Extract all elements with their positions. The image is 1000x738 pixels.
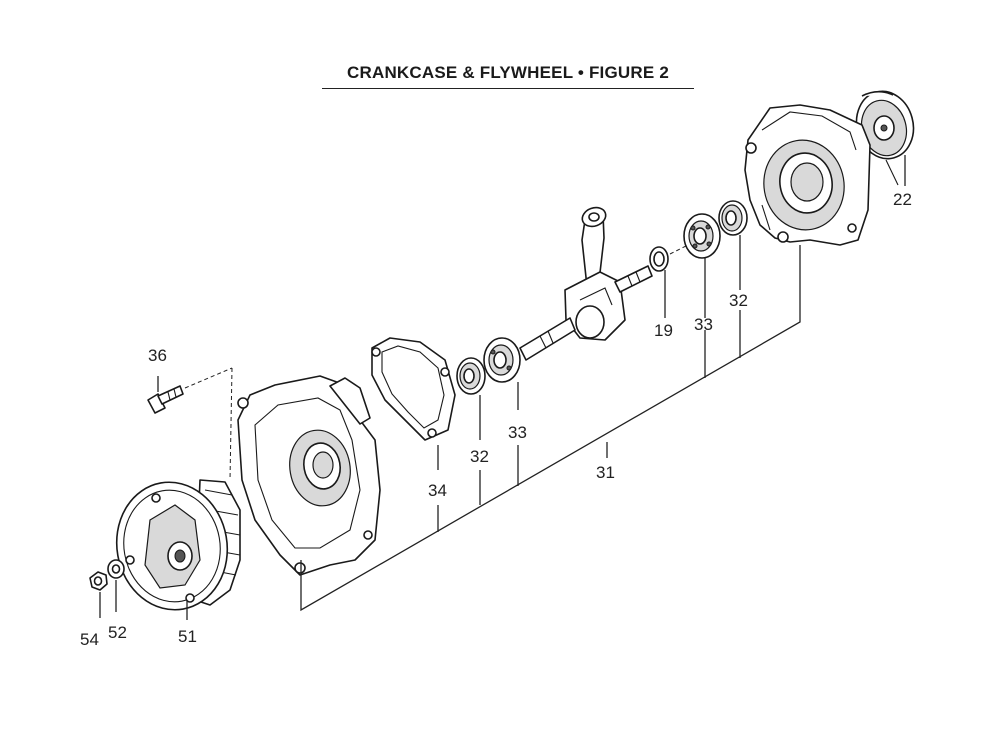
part-19-washer — [649, 244, 689, 272]
crankcase-rear-half — [744, 104, 871, 246]
callout-22: 22 — [893, 190, 912, 209]
callout-36: 36 — [148, 346, 167, 365]
callout-51: 51 — [178, 627, 197, 646]
callout-19: 19 — [654, 321, 673, 340]
leader-lines — [99, 155, 906, 620]
callout-33-left: 33 — [508, 423, 527, 442]
part-54-nut — [89, 571, 108, 591]
callout-32-right: 32 — [729, 291, 748, 310]
part-32-needle-bearing-right — [718, 200, 748, 236]
callout-52: 52 — [108, 623, 127, 642]
callout-54: 54 — [80, 630, 99, 649]
callout-34: 34 — [428, 481, 447, 500]
crankcase-front-half — [237, 375, 381, 576]
crankshaft-assembly — [519, 206, 653, 361]
figure-title: CRANKCASE & FLYWHEEL • FIGURE 2 — [322, 63, 694, 89]
part-22-drum — [855, 90, 915, 186]
part-34-gasket — [371, 337, 456, 441]
part-52-washer — [107, 559, 125, 579]
part-51-flywheel — [115, 479, 241, 611]
callout-31: 31 — [596, 463, 615, 482]
callout-labels: 22 19 33 32 36 34 32 33 31 54 52 51 — [80, 190, 912, 649]
part-32-needle-bearing-left — [456, 357, 486, 395]
callout-33-right: 33 — [694, 315, 713, 334]
part-33-bearing-right — [683, 213, 721, 259]
callout-32-left: 32 — [470, 447, 489, 466]
part-33-bearing-left — [483, 337, 521, 383]
part-36-screw — [147, 367, 233, 481]
